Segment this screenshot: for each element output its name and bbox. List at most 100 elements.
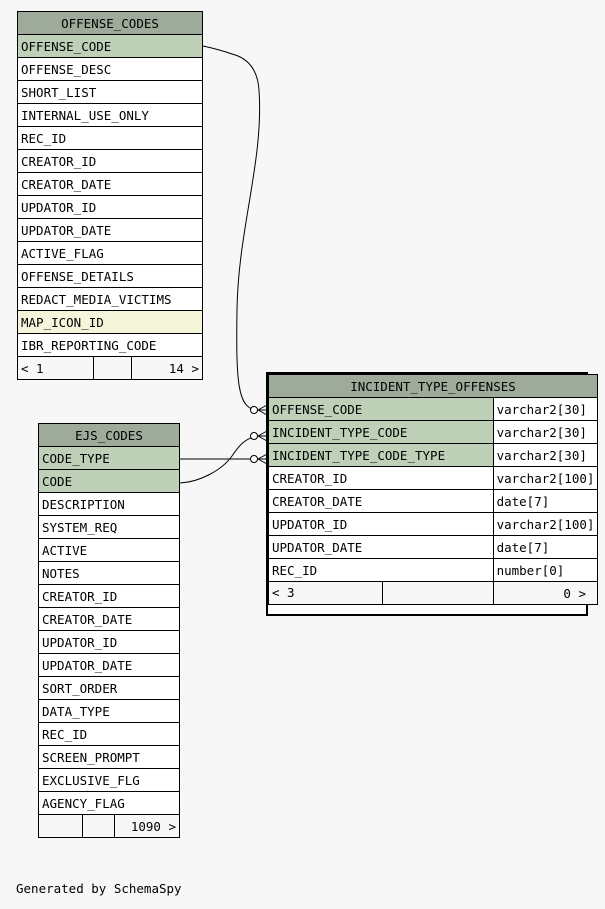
column-row[interactable]: UPDATOR_ID	[17, 195, 203, 219]
column-name[interactable]: EXCLUSIVE_FLG	[38, 768, 180, 792]
column-name[interactable]: SHORT_LIST	[17, 80, 203, 104]
column-row[interactable]: OFFENSE_DESC	[17, 57, 203, 81]
column-name[interactable]: UPDATOR_ID	[268, 512, 494, 536]
column-name[interactable]: CREATOR_DATE	[17, 172, 203, 196]
column-row[interactable]: DATA_TYPE	[38, 699, 180, 723]
rel-code-line	[179, 435, 259, 484]
column-row[interactable]: CREATOR_ID	[17, 149, 203, 173]
column-row[interactable]: ACTIVE_FLAG	[17, 241, 203, 265]
column-row[interactable]: SORT_ORDER	[38, 676, 180, 700]
column-row[interactable]: EXCLUSIVE_FLG	[38, 768, 180, 792]
column-name[interactable]: ACTIVE	[38, 538, 180, 562]
column-name[interactable]: CREATOR_DATE	[268, 489, 494, 513]
column-row[interactable]: CREATOR_DATE	[17, 172, 203, 196]
column-name[interactable]: UPDATOR_ID	[17, 195, 203, 219]
column-row[interactable]: MAP_ICON_ID	[17, 310, 203, 334]
column-name[interactable]: REC_ID	[268, 558, 494, 582]
column-name[interactable]: CREATOR_DATE	[38, 607, 180, 631]
column-row[interactable]: DESCRIPTION	[38, 492, 180, 516]
table-title[interactable]: OFFENSE_CODES	[17, 11, 203, 35]
column-row[interactable]: SCREEN_PROMPT	[38, 745, 180, 769]
column-row[interactable]: OFFENSE_CODE	[17, 34, 203, 58]
column-name[interactable]: CODE_TYPE	[38, 446, 180, 470]
column-type: varchar2[100]	[492, 466, 599, 490]
column-row[interactable]: CREATOR_DATE	[38, 607, 180, 631]
footer-middle	[93, 356, 132, 380]
column-type: varchar2[30]	[492, 443, 599, 467]
column-name[interactable]: SYSTEM_REQ	[38, 515, 180, 539]
crowfoot-marker-offense-code	[250, 404, 268, 416]
table-title[interactable]: INCIDENT_TYPE_OFFENSES	[268, 374, 598, 398]
column-row[interactable]: UPDATOR_DATE	[17, 218, 203, 242]
column-name[interactable]: MAP_ICON_ID	[17, 310, 203, 334]
column-name[interactable]: OFFENSE_CODE	[268, 397, 494, 421]
table-footer: 1090 >	[38, 814, 180, 838]
column-name[interactable]: CREATOR_ID	[38, 584, 180, 608]
column-name[interactable]: REC_ID	[38, 722, 180, 746]
table-footer: < 3 0 >	[268, 581, 599, 605]
column-row[interactable]: CODE	[38, 469, 180, 493]
column-row[interactable]: REC_ID	[38, 722, 180, 746]
column-row[interactable]: SYSTEM_REQ	[38, 515, 180, 539]
column-name[interactable]: SCREEN_PROMPT	[38, 745, 180, 769]
footer-middle	[82, 814, 115, 838]
column-name[interactable]: SORT_ORDER	[38, 676, 180, 700]
column-name[interactable]: OFFENSE_DETAILS	[17, 264, 203, 288]
column-row[interactable]: IBR_REPORTING_CODE	[17, 333, 203, 357]
column-row[interactable]: INTERNAL_USE_ONLY	[17, 103, 203, 127]
column-name[interactable]: DATA_TYPE	[38, 699, 180, 723]
column-name[interactable]: UPDATOR_ID	[38, 630, 180, 654]
column-type: number[0]	[492, 558, 599, 582]
column-name[interactable]: INCIDENT_TYPE_CODE_TYPE	[268, 443, 494, 467]
column-name[interactable]: ACTIVE_FLAG	[17, 241, 203, 265]
column-row[interactable]: REC_ID	[17, 126, 203, 150]
column-row[interactable]: OFFENSE_DETAILS	[17, 264, 203, 288]
crowfoot-marker-incident-type-code	[250, 430, 268, 442]
column-name[interactable]: CODE	[38, 469, 180, 493]
column-row[interactable]: CREATOR_ID	[38, 584, 180, 608]
column-row[interactable]: REDACT_MEDIA_VICTIMS	[17, 287, 203, 311]
column-name[interactable]: REC_ID	[17, 126, 203, 150]
column-type: date[7]	[492, 535, 599, 559]
column-name[interactable]: UPDATOR_DATE	[38, 653, 180, 677]
parents-count: < 3	[269, 582, 383, 604]
children-count: 1090 >	[114, 814, 180, 838]
column-name[interactable]: IBR_REPORTING_CODE	[17, 333, 203, 357]
column-row[interactable]: UPDATOR_ID	[38, 630, 180, 654]
column-type: varchar2[100]	[492, 512, 599, 536]
column-name[interactable]: AGENCY_FLAG	[38, 791, 180, 815]
column-name[interactable]: OFFENSE_DESC	[17, 57, 203, 81]
column-name[interactable]: INCIDENT_TYPE_CODE	[268, 420, 494, 444]
column-row[interactable]: UPDATOR_DATE	[38, 653, 180, 677]
column-row[interactable]: NOTES	[38, 561, 180, 585]
column-name[interactable]: UPDATOR_DATE	[17, 218, 203, 242]
column-name[interactable]: OFFENSE_CODE	[17, 34, 203, 58]
column-row[interactable]: SHORT_LIST	[17, 80, 203, 104]
column-name[interactable]: CREATOR_ID	[17, 149, 203, 173]
column-name[interactable]: UPDATOR_DATE	[268, 535, 494, 559]
column-row[interactable]: ACTIVE	[38, 538, 180, 562]
column-name[interactable]: REDACT_MEDIA_VICTIMS	[17, 287, 203, 311]
column-row[interactable]: CODE_TYPE	[38, 446, 180, 470]
column-row[interactable]: AGENCY_FLAG	[38, 791, 180, 815]
column-name[interactable]: INTERNAL_USE_ONLY	[17, 103, 203, 127]
column-name[interactable]: DESCRIPTION	[38, 492, 180, 516]
column-type: date[7]	[492, 489, 599, 513]
parents-count	[38, 814, 83, 838]
column-name[interactable]: NOTES	[38, 561, 180, 585]
children-count: 0 >	[492, 581, 599, 605]
column-name[interactable]: CREATOR_ID	[268, 466, 494, 490]
table-title[interactable]: EJS_CODES	[38, 423, 180, 447]
